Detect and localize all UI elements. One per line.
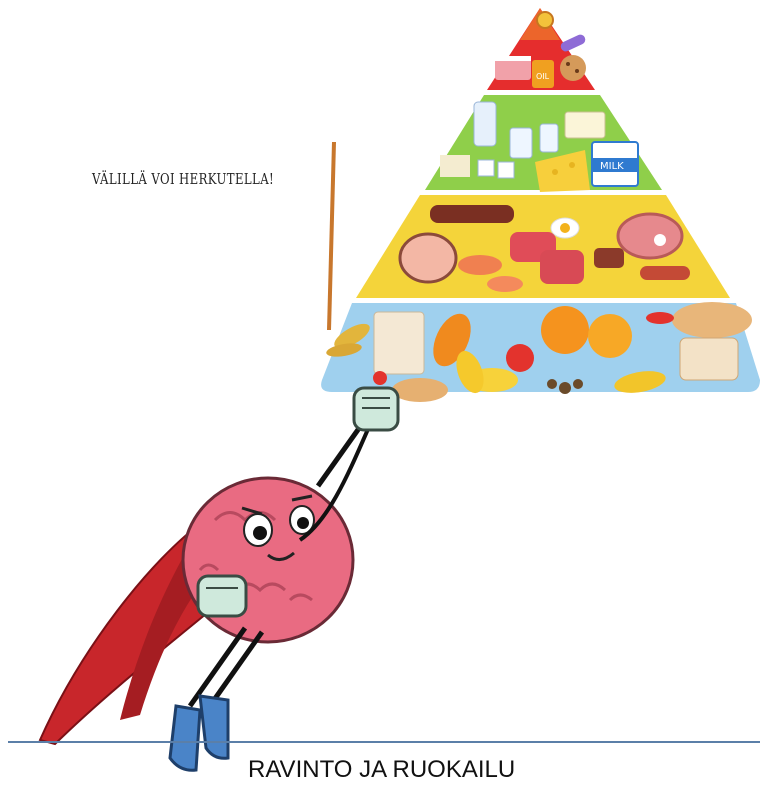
left-boot bbox=[170, 706, 200, 770]
svg-text:MILK: MILK bbox=[600, 161, 624, 172]
apple-icon bbox=[506, 344, 534, 372]
treat-caption: VÄLILLÄ VOI HERKUTELLA! bbox=[92, 170, 274, 188]
orange-pole bbox=[329, 142, 334, 330]
shrimp-icon bbox=[458, 255, 502, 275]
butter-icon bbox=[565, 112, 605, 138]
tofu-icon bbox=[440, 155, 470, 177]
right-boot bbox=[200, 696, 228, 758]
flour-bag-icon bbox=[374, 312, 424, 374]
milk-bottle-icon bbox=[474, 102, 496, 146]
candy-icon bbox=[559, 33, 587, 53]
svg-text:OIL: OIL bbox=[536, 72, 550, 81]
bread-loaf-icon bbox=[672, 302, 752, 338]
fish-steak-icon bbox=[400, 234, 456, 282]
seeds-icon bbox=[559, 382, 571, 394]
cookie-icon bbox=[560, 55, 586, 81]
cake-icon bbox=[495, 58, 531, 80]
page-title: RAVINTO JA RUOKAILU bbox=[248, 756, 515, 784]
food-pyramid: OIL MILK bbox=[321, 8, 760, 402]
ham-icon bbox=[618, 214, 682, 258]
lollipop-icon bbox=[537, 12, 553, 28]
chest-glove bbox=[198, 576, 246, 616]
pumpkin-icon bbox=[541, 306, 589, 354]
sausage-icon bbox=[430, 205, 514, 223]
